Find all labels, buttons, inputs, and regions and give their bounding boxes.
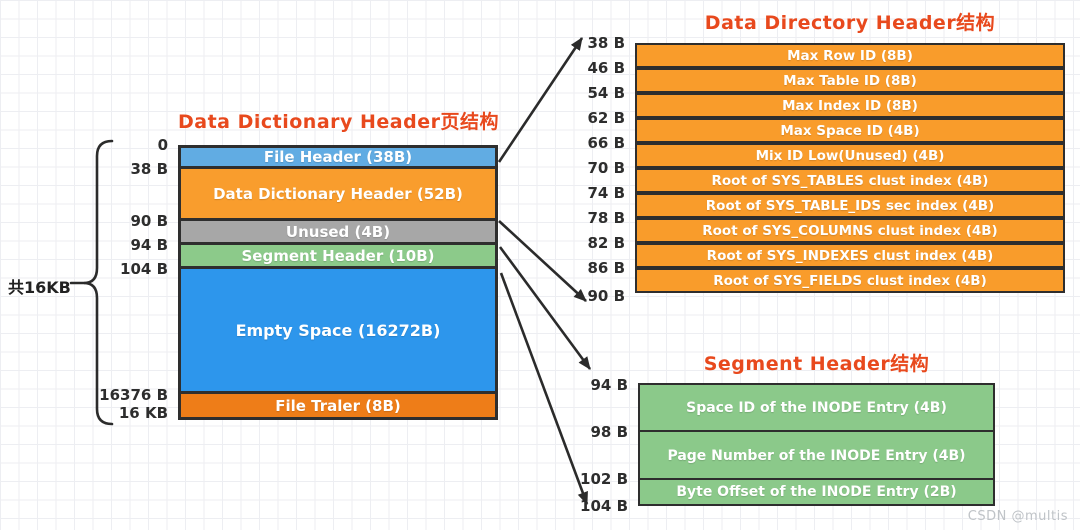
- dd-row-max-table-id: Max Table ID (8B): [635, 68, 1065, 93]
- left-offset-16376b: 16376 B: [99, 386, 168, 404]
- dd-row-sys-columns: Root of SYS_COLUMNS clust index (4B): [635, 218, 1065, 243]
- segment-table-title: Segment Header结构: [703, 353, 930, 375]
- dd-offset-82b: 82 B: [587, 234, 625, 252]
- total-size-brace: [69, 139, 114, 426]
- block-data-dictionary-header-label: Data Dictionary Header (52B): [213, 184, 463, 203]
- left-offset-90b: 90 B: [130, 212, 168, 230]
- dd-offset-62b: 62 B: [587, 109, 625, 127]
- sg-row-space-id: Space ID of the INODE Entry (4B): [638, 383, 995, 433]
- left-offset-38b: 38 B: [130, 160, 168, 178]
- dd-row-label: Max Space ID (4B): [780, 122, 920, 139]
- dd-row-label: Max Table ID (8B): [783, 72, 917, 89]
- sg-row-label: Page Number of the INODE Entry (4B): [667, 447, 966, 464]
- block-file-trailer-label: File Traler (8B): [275, 396, 401, 415]
- dd-row-label: Max Index ID (8B): [782, 97, 918, 114]
- sg-row-label: Space ID of the INODE Entry (4B): [686, 400, 947, 416]
- dd-offset-46b: 46 B: [587, 59, 625, 77]
- dd-row-label: Root of SYS_FIELDS clust index (4B): [713, 272, 987, 289]
- dd-row-label: Root of SYS_TABLE_IDS sec index (4B): [705, 197, 995, 214]
- left-offset-104b: 104 B: [120, 260, 168, 278]
- dd-offset-78b: 78 B: [587, 209, 625, 227]
- dd-row-label: Root of SYS_COLUMNS clust index (4B): [702, 222, 998, 239]
- left-offset-0: 0: [157, 136, 168, 154]
- left-offset-16kb: 16 KB: [118, 404, 168, 422]
- dd-offset-54b: 54 B: [587, 84, 625, 102]
- left-offset-94b: 94 B: [130, 236, 168, 254]
- sg-row-byte-offset: Byte Offset of the INODE Entry (2B): [638, 478, 995, 506]
- sg-row-page-number: Page Number of the INODE Entry (4B): [638, 430, 995, 481]
- block-segment-header-label: Segment Header (10B): [241, 246, 435, 265]
- block-data-dictionary-header: Data Dictionary Header (52B): [178, 166, 498, 221]
- dd-row-mix-id-low: Mix ID Low(Unused) (4B): [635, 143, 1065, 168]
- left-diagram-title: Data Dictionary Header页结构: [178, 111, 499, 133]
- sg-offset-104b: 104 B: [580, 497, 628, 515]
- watermark: CSDN @multis: [967, 509, 1068, 524]
- dd-row-label: Root of SYS_INDEXES clust index (4B): [706, 247, 994, 264]
- dd-row-max-row-id: Max Row ID (8B): [635, 43, 1065, 68]
- block-unused: Unused (4B): [178, 218, 498, 245]
- dd-offset-66b: 66 B: [587, 134, 625, 152]
- dd-row-label: Max Row ID (8B): [787, 47, 913, 64]
- dd-offset-90b: 90 B: [587, 287, 625, 305]
- block-segment-header: Segment Header (10B): [178, 242, 498, 269]
- sg-offset-98b: 98 B: [590, 423, 628, 441]
- sg-offset-102b: 102 B: [580, 470, 628, 488]
- block-empty-space: Empty Space (16272B): [178, 266, 498, 394]
- dd-offset-74b: 74 B: [587, 184, 625, 202]
- dd-row-sys-indexes: Root of SYS_INDEXES clust index (4B): [635, 243, 1065, 268]
- dd-row-label: Root of SYS_TABLES clust index (4B): [711, 172, 989, 189]
- total-size-label: 共16KB: [8, 278, 71, 297]
- dd-row-label: Mix ID Low(Unused) (4B): [755, 147, 945, 164]
- dd-row-sys-tables: Root of SYS_TABLES clust index (4B): [635, 168, 1065, 193]
- block-unused-label: Unused (4B): [285, 222, 391, 241]
- block-file-trailer: File Traler (8B): [178, 391, 498, 420]
- sg-row-label: Byte Offset of the INODE Entry (2B): [676, 484, 957, 500]
- dd-row-max-space-id: Max Space ID (4B): [635, 118, 1065, 143]
- dd-offset-70b: 70 B: [587, 159, 625, 177]
- dd-offset-86b: 86 B: [587, 259, 625, 277]
- dd-offset-38b: 38 B: [587, 34, 625, 52]
- sg-offset-94b: 94 B: [590, 376, 628, 394]
- data-directory-table-title: Data Directory Header结构: [704, 12, 996, 34]
- dd-row-max-index-id: Max Index ID (8B): [635, 93, 1065, 118]
- block-empty-space-label: Empty Space (16272B): [235, 320, 441, 340]
- dd-row-sys-fields: Root of SYS_FIELDS clust index (4B): [635, 268, 1065, 293]
- dd-row-sys-table-ids: Root of SYS_TABLE_IDS sec index (4B): [635, 193, 1065, 218]
- block-file-header-label: File Header (38B): [263, 148, 413, 166]
